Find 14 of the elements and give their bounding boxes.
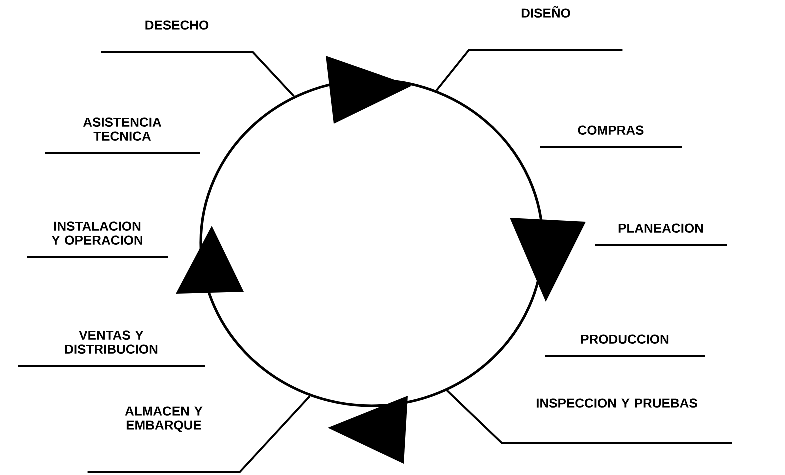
underlined-label: PLANEACION [595, 224, 727, 246]
leader-label: ALMACEN Y EMBARQUE [125, 406, 203, 432]
leader-label: INSPECCION Y PRUEBAS [536, 398, 698, 408]
underlined-label: COMPRAS [540, 126, 682, 148]
underlined-label: VENTAS Y DISTRIBUCION [18, 330, 205, 367]
leader-line [446, 390, 732, 444]
leader-line [436, 49, 623, 92]
underlined-label: ASISTENCIA TECNICA [45, 118, 200, 154]
leader-label: DISEÑO [522, 6, 570, 18]
leader-label: DESECHO [146, 20, 209, 30]
underlined-label: PRODUCCION [545, 334, 705, 357]
underlined-label: INSTALACION Y OPERACION [27, 222, 168, 258]
leader-line [101, 51, 295, 98]
leader-line [88, 396, 311, 473]
